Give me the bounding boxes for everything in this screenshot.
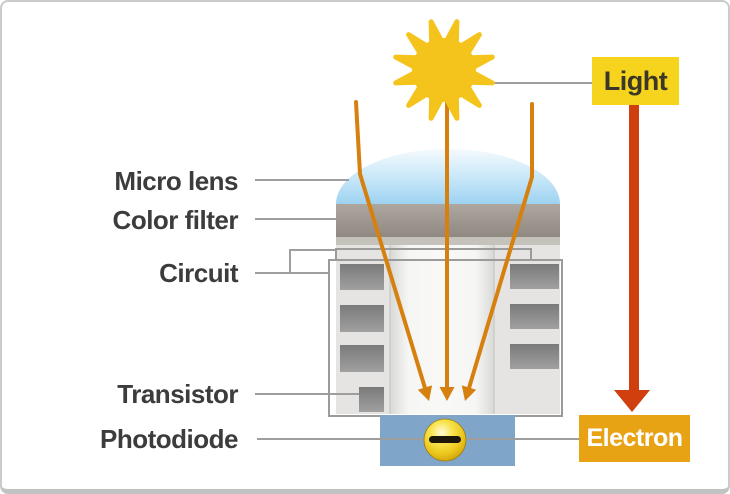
circuit-block	[510, 344, 559, 369]
sun-body	[412, 38, 476, 102]
electron-callout: Electron	[579, 415, 690, 462]
flow-arrow-shaft	[629, 105, 639, 390]
circuit-block	[340, 305, 384, 332]
light-rays	[354, 98, 534, 401]
light-flow-arrow	[614, 105, 650, 412]
label-color-filter: Color filter	[112, 205, 239, 235]
ray-arrowhead	[461, 385, 477, 401]
ray-arrowhead	[439, 387, 455, 401]
label-circuit: Circuit	[159, 258, 238, 288]
light-ray-right	[467, 102, 534, 390]
leader-line-circuit	[255, 249, 336, 274]
circuit-blocks	[340, 264, 559, 412]
circuit-block	[510, 264, 559, 289]
label-transistor: Transistor	[117, 379, 238, 409]
transistor-block	[359, 387, 384, 412]
light-callout-text: Light	[603, 65, 668, 96]
sun-icon	[393, 19, 495, 121]
electron-callout-text: Electron	[586, 424, 683, 452]
circuit-block	[340, 264, 384, 290]
light-callout: Light	[592, 57, 679, 105]
ray-arrowhead	[417, 385, 433, 401]
leader-lines	[255, 82, 592, 395]
minus-icon	[429, 436, 461, 443]
circuit-back-box	[335, 248, 532, 261]
label-photodiode: Photodiode	[100, 424, 238, 454]
label-micro-lens: Micro lens	[114, 166, 238, 196]
circuit-block	[340, 345, 384, 372]
circuit-block	[510, 304, 559, 329]
flow-arrow-head	[614, 390, 650, 412]
light-ray-left	[354, 100, 427, 390]
